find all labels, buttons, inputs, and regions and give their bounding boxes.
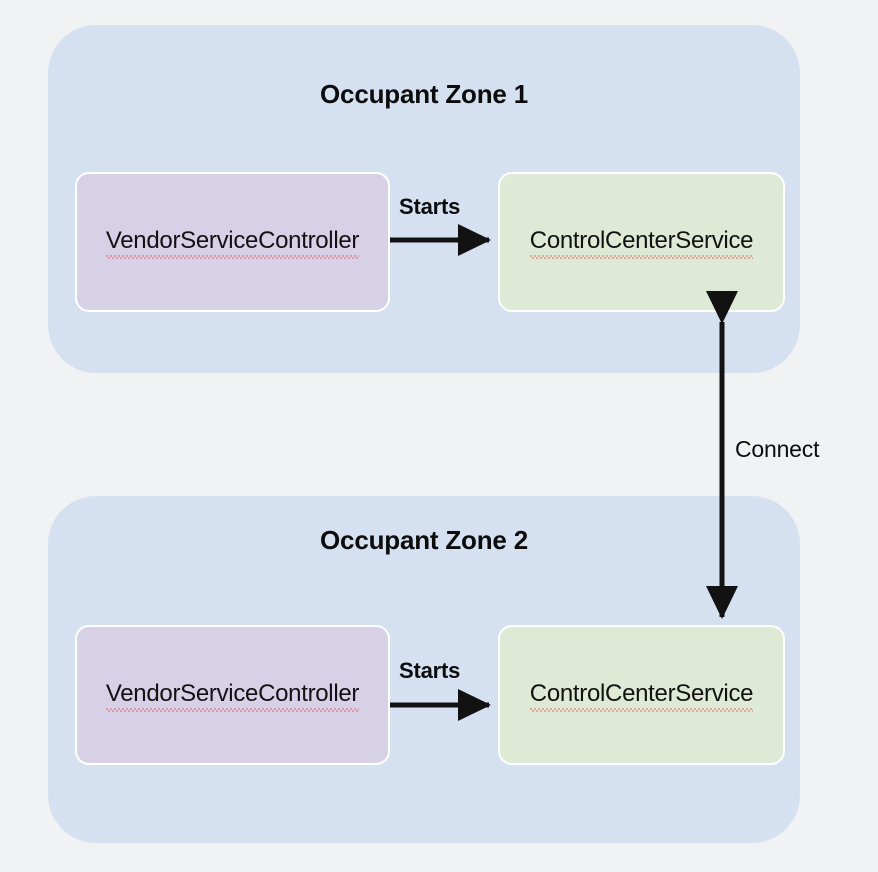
node-vendor-service-controller-1[interactable]: VendorServiceController [75,172,390,312]
edge-label-starts-2: Starts [399,658,461,683]
occupant-zone-2-title: Occupant Zone 2 [320,525,528,555]
occupant-zone-2-container: Occupant Zone 2 VendorServiceController … [48,496,800,843]
node-control-center-service-2[interactable]: ControlCenterService [498,625,785,765]
edge-label-starts-1: Starts [399,194,461,219]
node-label: VendorServiceController [105,226,360,259]
node-label: ControlCenterService [529,226,754,259]
node-label: VendorServiceController [105,679,360,712]
node-control-center-service-1[interactable]: ControlCenterService [498,172,785,312]
node-vendor-service-controller-2[interactable]: VendorServiceController [75,625,390,765]
occupant-zone-1-container: Occupant Zone 1 VendorServiceController … [48,25,800,373]
edge-label-connect: Connect [735,436,820,462]
node-label: ControlCenterService [529,679,754,712]
occupant-zone-1-title: Occupant Zone 1 [320,79,528,109]
